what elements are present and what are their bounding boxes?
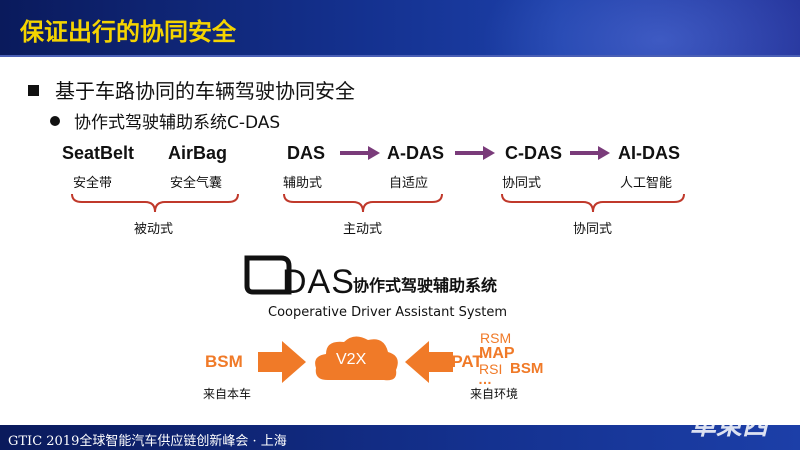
stage-adas: A-DAS	[387, 143, 444, 163]
bullet-level1-text: 基于车路协同的车辆驾驶协同安全	[55, 79, 355, 103]
brace-active	[283, 193, 443, 213]
stage-das-cn: 辅助式	[283, 176, 323, 191]
stage-aidas: AI-DAS	[618, 143, 680, 163]
group-active: 主动式	[343, 222, 383, 237]
arrow-left-icon	[405, 341, 453, 383]
flow-right-rsm: RSM	[480, 330, 512, 346]
stage-airbag: AirBag	[168, 143, 228, 163]
cloud-icon	[315, 336, 398, 381]
group-cooperative: 协同式	[573, 222, 613, 237]
group-passive: 被动式	[134, 222, 174, 237]
arrow-right-icon	[340, 146, 380, 160]
stage-seatbelt-cn: 安全带	[73, 176, 113, 191]
flow-center-v2x: V2X	[336, 351, 367, 368]
square-bullet-icon	[28, 85, 39, 96]
stage-airbag-cn: 安全气囊	[170, 176, 223, 191]
bullet-level2: 协作式驾驶辅助系统C-DAS	[50, 108, 280, 133]
brace-cooperative	[501, 193, 685, 213]
flow-right-bsm: BSM	[510, 360, 544, 377]
arrow-right-icon	[258, 341, 306, 383]
stage-seatbelt: SeatBelt	[62, 143, 135, 163]
dot-bullet-icon	[50, 116, 60, 126]
header-bar: 保证出行的协同安全	[0, 0, 800, 55]
flow-right-rsi: RSI	[479, 361, 503, 377]
footer-bar	[0, 425, 800, 450]
stage-das: DAS	[287, 143, 326, 163]
stage-aidas-cn: 人工智能	[620, 176, 673, 191]
stage-cdas-cn: 协同式	[502, 176, 542, 191]
stage-cdas: C-DAS	[505, 143, 562, 163]
bullet-level2-text: 协作式驾驶辅助系统C-DAS	[74, 113, 281, 133]
flow-right-caption: 来自环境	[470, 387, 519, 401]
flow-right-spat: SPAT	[440, 352, 483, 371]
flow-right-map: MAP	[479, 345, 515, 362]
flow-left-bsm: BSM	[205, 352, 243, 371]
cdas-logo-icon	[244, 255, 292, 295]
cdas-logo-text: DAS	[282, 263, 355, 301]
page-title: 保证出行的协同安全	[20, 18, 236, 46]
flow-left-caption: 来自本车	[203, 387, 252, 401]
header-divider	[0, 55, 800, 57]
footer-text: GTIC 2019全球智能汽车供应链创新峰会 · 上海	[8, 434, 287, 449]
cdas-en-name: Cooperative Driver Assistant System	[268, 305, 508, 320]
arrow-right-icon	[455, 146, 495, 160]
cdas-cn-name: 协作式驾驶辅助系统	[353, 276, 498, 295]
stage-adas-cn: 自适应	[389, 176, 429, 191]
bullet-level1: 基于车路协同的车辆驾驶协同安全	[28, 75, 355, 104]
brace-passive	[71, 193, 239, 213]
flow-right-more: …	[478, 371, 492, 387]
watermark-logo: 車東西	[690, 411, 769, 441]
arrow-right-icon	[570, 146, 610, 160]
